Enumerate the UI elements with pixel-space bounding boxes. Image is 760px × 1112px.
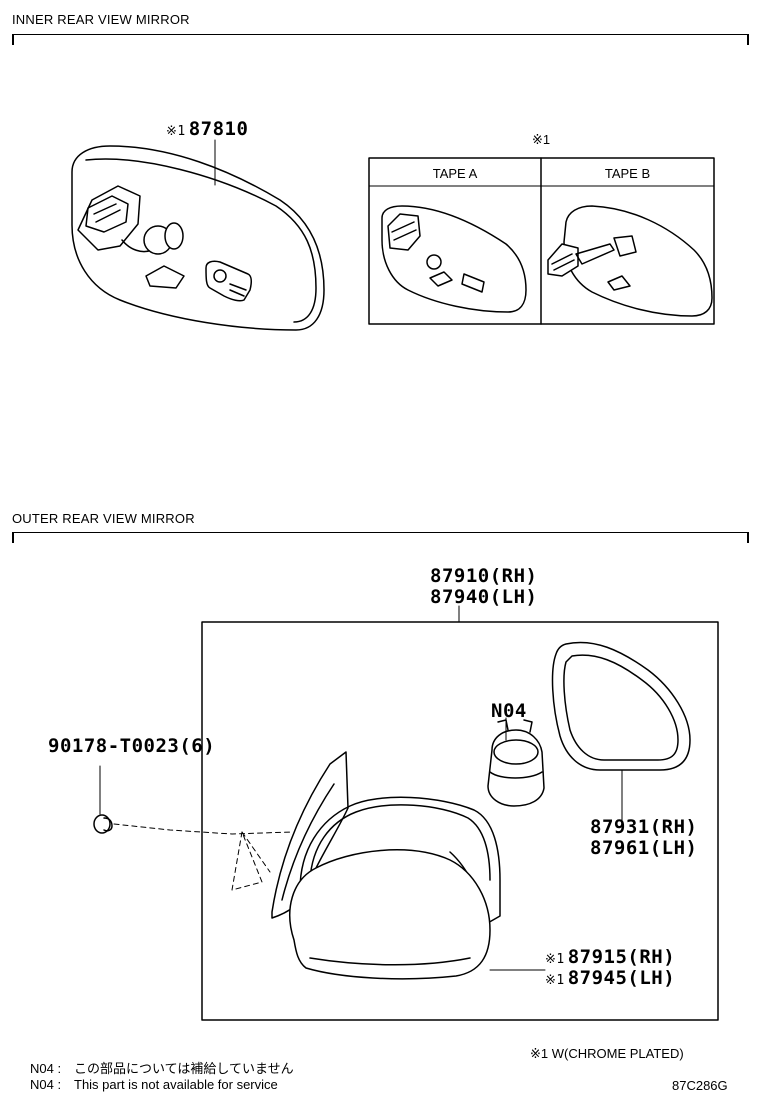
inner-mirror-part-number: 87810 bbox=[188, 118, 249, 140]
tape-b-mirror-drawing bbox=[547, 205, 713, 317]
inner-mirror-mark: ※1 bbox=[166, 124, 186, 139]
tape-a-label: TAPE A bbox=[432, 166, 478, 181]
glass-rh-part: 87931(RH) bbox=[590, 816, 698, 838]
outer-section-bracket bbox=[12, 532, 749, 543]
note-japanese-code: N04 : bbox=[30, 1061, 62, 1076]
assembly-lh-part: 87940(LH) bbox=[430, 586, 538, 608]
tape-b-label: TAPE B bbox=[604, 166, 651, 181]
inner-mirror-drawing bbox=[71, 145, 325, 331]
cover-rh-part: 87915(RH) bbox=[567, 946, 676, 968]
inner-section-title: INNER REAR VIEW MIRROR bbox=[12, 12, 190, 27]
clip-part-number: 90178-T0023(6) bbox=[48, 735, 216, 757]
assembly-rh-part: 87910(RH) bbox=[430, 565, 538, 587]
cover-lh-mark: ※1 bbox=[545, 973, 565, 988]
figure-code: 87C286G bbox=[672, 1078, 728, 1093]
cover-lh-part: 87945(LH) bbox=[567, 967, 676, 989]
mirror-glass-drawing bbox=[551, 641, 691, 771]
note-english-code: N04 : bbox=[30, 1077, 62, 1092]
note-english: N04 : This part is not available for serv… bbox=[30, 1077, 278, 1092]
chrome-plated-legend: ※1 W(CHROME PLATED) bbox=[530, 1046, 684, 1061]
motor-code: N04 bbox=[491, 700, 527, 722]
mirror-motor-drawing bbox=[487, 719, 545, 807]
note-japanese: N04 : この部品については補給していません bbox=[30, 1058, 294, 1077]
note-japanese-text: この部品については補給していません bbox=[74, 1061, 294, 1076]
cover-rh-mark: ※1 bbox=[545, 952, 565, 967]
outer-section-title: OUTER REAR VIEW MIRROR bbox=[12, 511, 195, 526]
mirror-body-drawing bbox=[271, 751, 501, 980]
inner-section-bracket bbox=[12, 34, 749, 45]
tape-box-mark: ※1 bbox=[532, 132, 551, 147]
clip-drawing bbox=[93, 814, 113, 834]
glass-lh-part: 87961(LH) bbox=[590, 837, 698, 859]
tape-a-mirror-drawing bbox=[381, 205, 527, 313]
note-english-text: This part is not available for service bbox=[74, 1077, 278, 1092]
